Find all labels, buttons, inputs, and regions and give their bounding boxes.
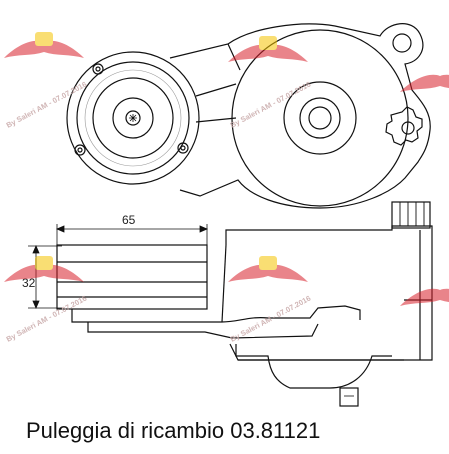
pulley-hub	[112, 97, 154, 139]
height-dimension	[28, 244, 62, 310]
pulley-rivet	[92, 63, 104, 75]
watermark-text-group: By Saleri AM - 07.07.2016 By Saleri AM -…	[5, 80, 312, 344]
pulley-bolt-torx	[129, 114, 137, 122]
watermark	[4, 32, 449, 306]
width-dimension-label: 65	[122, 213, 136, 227]
width-dimension	[55, 224, 209, 248]
pulley-rim	[76, 61, 190, 175]
tensioner-hub-bore	[308, 106, 332, 130]
watermark-logo	[4, 32, 84, 58]
part-caption: Puleggia di ricambio 03.81121	[26, 418, 321, 443]
adjuster-gear	[385, 106, 423, 146]
pulley-rivet	[95, 66, 101, 72]
arm-side	[71, 305, 361, 323]
housing-side	[225, 225, 433, 361]
housing-base	[235, 344, 392, 389]
tensioner-hub	[299, 97, 341, 139]
adjuster-gear-side	[391, 201, 431, 229]
side-view	[56, 201, 433, 407]
watermark-text: By Saleri AM - 07.07.2016	[5, 80, 88, 130]
tensioner-body-ring	[283, 81, 357, 155]
watermark-text: By Saleri AM - 07.07.2016	[229, 80, 312, 130]
tensioner-arm-outline	[169, 23, 431, 209]
pulley-rivet	[74, 144, 86, 156]
mounting-ear-hole	[392, 33, 412, 53]
pulley-web	[92, 77, 174, 159]
pulley-rivet	[180, 145, 186, 151]
height-dimension-label: 32	[22, 276, 36, 290]
watermark-logo	[228, 256, 308, 282]
watermark-logo	[228, 36, 308, 62]
adjuster-gear-center	[401, 121, 415, 135]
pulley-rivet	[177, 142, 189, 154]
watermark-logo	[400, 74, 449, 92]
top-view	[66, 23, 431, 209]
mounting-bolt-stub	[339, 387, 359, 407]
arm-inner-line	[195, 43, 241, 123]
tensioner-body-outer	[231, 29, 409, 207]
pulley-rivet	[77, 147, 83, 153]
technical-drawing: 65 32 By Saler	[4, 23, 449, 407]
pulley-outer	[66, 51, 200, 185]
pulley-bolt	[125, 110, 141, 126]
watermark-logo	[400, 288, 449, 306]
watermark-text: By Saleri AM - 07.07.2016	[5, 294, 88, 344]
watermark-logo	[4, 256, 84, 282]
